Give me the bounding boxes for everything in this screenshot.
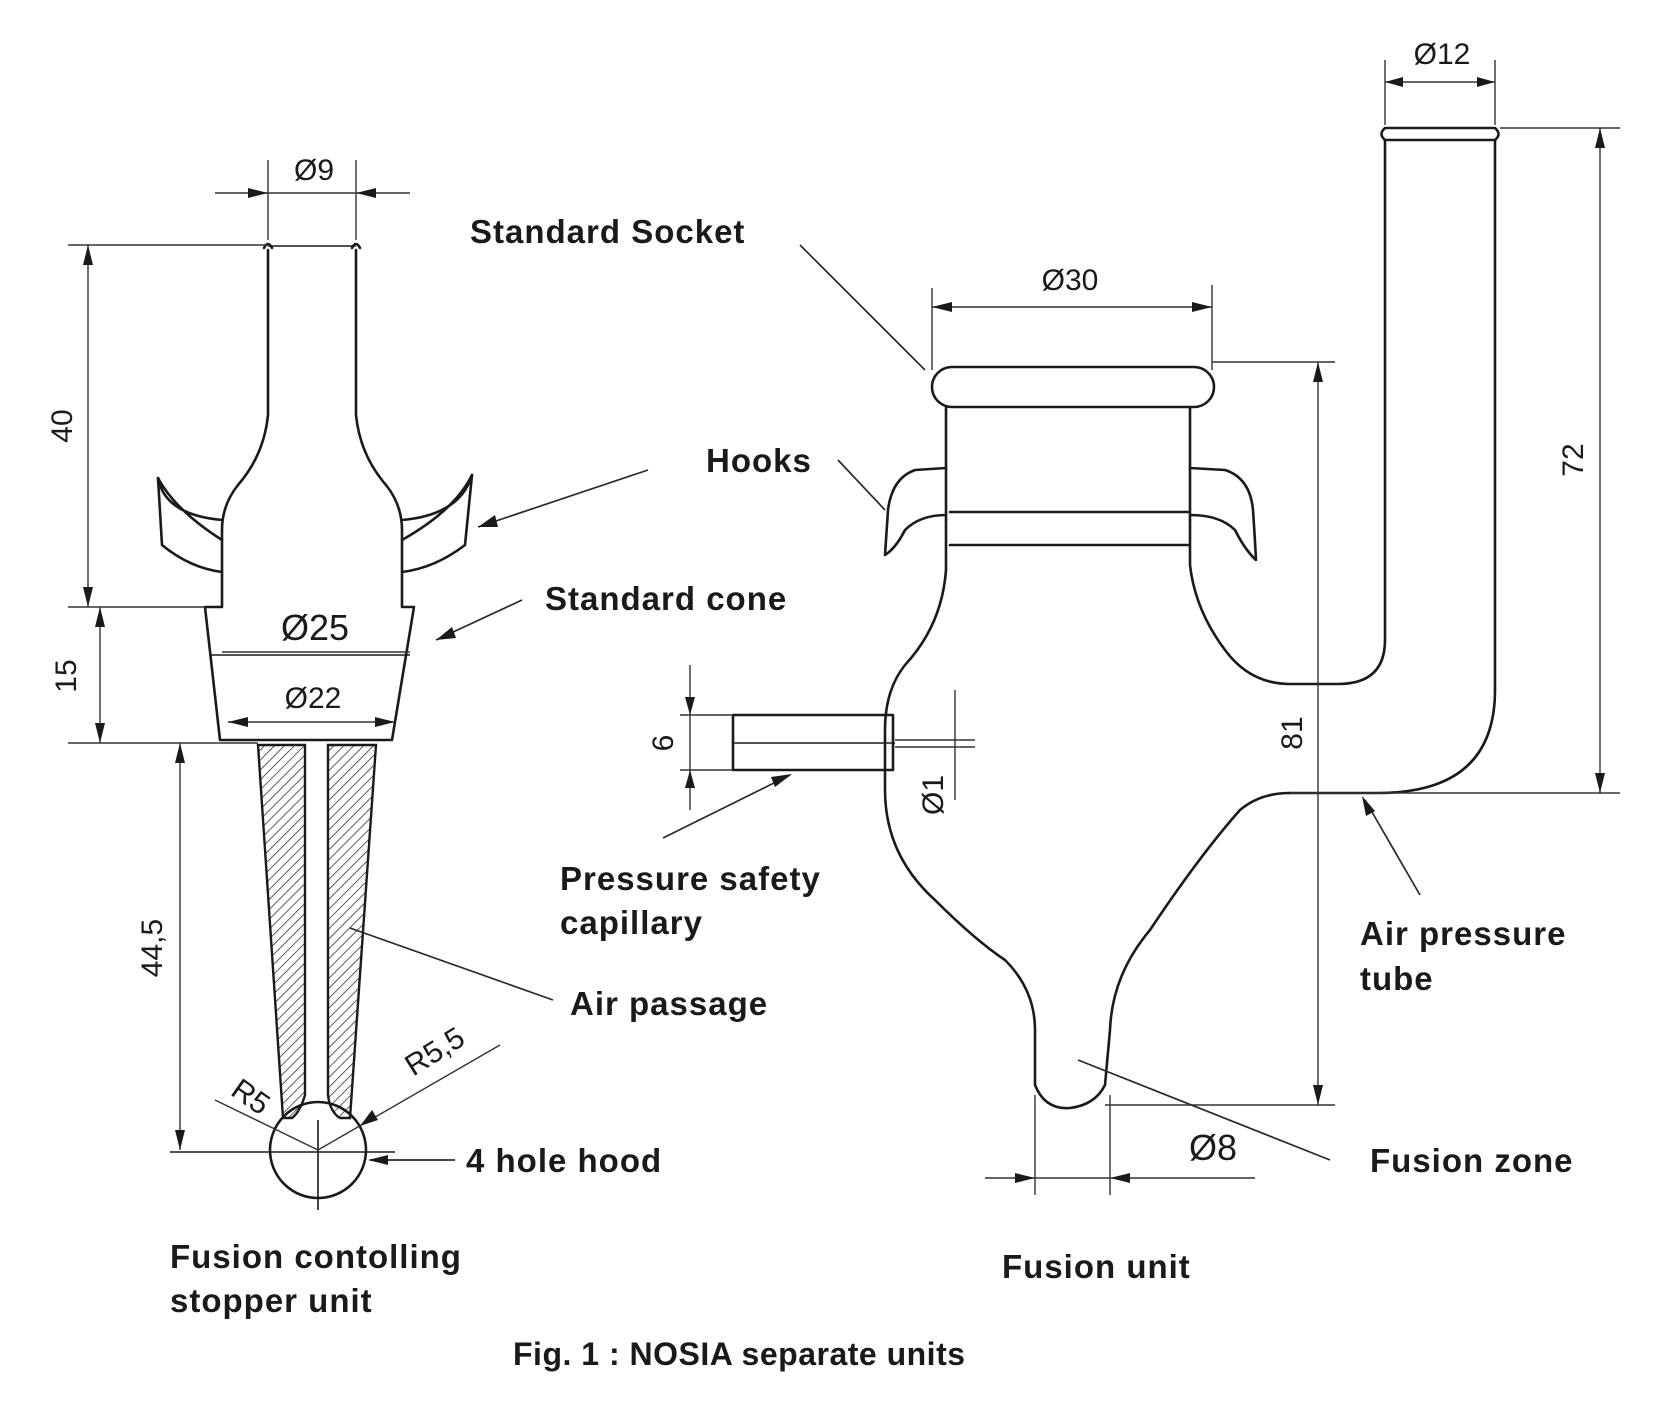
dim-40-arrow-bottom [83,587,93,607]
stopper-hook-left-body [156,476,224,574]
dim-d30-arrow-left [932,302,952,312]
dim-r5-line [214,1099,319,1151]
stem-left-hatch [256,743,307,1120]
stopper-title-line1: Fusion contolling [170,1238,462,1275]
dim-d8-arrow-right [1110,1173,1130,1183]
standard-cone-label: Standard cone [545,580,787,617]
dim-d9-arrow-left [248,188,268,198]
dim-radius-inner: R5 [225,1073,275,1122]
dim-r55-line [317,1044,501,1151]
fusion-body-left [883,518,1292,1110]
dim-capillary-diameter: Ø1 [917,775,950,815]
dim-tube-diameter: Ø12 [1414,38,1471,71]
hooks-label: Hooks [706,442,812,479]
dim-cone-top-diameter: Ø25 [281,607,349,648]
fusion-zone-leader [1077,1059,1331,1161]
stopper-hook-right-body [400,473,474,574]
dim-bottom-diameter: Ø8 [1189,1127,1237,1168]
dim-445-arrow-top [175,743,185,763]
dim-socket-diameter: Ø30 [1042,264,1099,297]
capillary-label-line1: Pressure safety [560,860,821,897]
stem-right-hatch [326,743,378,1120]
fusion-hook-right [1188,466,1258,562]
dim-capillary-height: 6 [647,735,680,752]
dim-cone-bottom-diameter: Ø22 [285,682,342,715]
dim-cone-height: 15 [50,659,83,692]
dim-top-diameter: Ø9 [294,154,334,187]
hooks-leader-left [477,469,649,528]
fusion-hook-left [883,466,948,557]
dim-stem-length: 44,5 [136,919,169,977]
capillary-leader-arrow [771,774,792,787]
stopper-glass-outline [203,248,416,742]
hood-leader-arrow [368,1155,388,1165]
dim-15-arrow-bottom [95,723,105,743]
stopper-rim [262,242,362,250]
dim-6-arrow-bottom [685,770,695,788]
air-tube-outer [1288,138,1497,795]
fusion-body-right [1188,138,1387,686]
dim-d12-arrow-right [1477,77,1495,87]
dim-15-arrow-top [95,607,105,627]
dim-body-height: 81 [1276,716,1309,749]
dim-r55-arrow [360,1110,378,1126]
hooks-leader-left-arrow [478,515,498,527]
fusion-unit: Ø30 Ø12 72 81 6 Ø1 [470,38,1620,1285]
dim-72-arrow-bottom [1595,773,1605,793]
dim-tube-height: 72 [1557,443,1590,476]
stopper-hook-right [400,473,474,542]
dim-d22-arrow-right [375,717,395,727]
stopper-title-line2: stopper unit [170,1282,373,1319]
dim-81-arrow-top [1313,362,1323,382]
dim-81-arrow-bottom [1313,1085,1323,1105]
hood-label: 4 hole hood [466,1142,662,1179]
dim-neck-height: 40 [46,409,79,442]
capillary-label-line2: capillary [560,904,703,941]
air-passage-label: Air passage [570,985,768,1022]
capillary-leader [662,774,791,839]
air-pressure-label-line1: Air pressure [1360,915,1566,952]
fusion-zone-label: Fusion zone [1370,1142,1574,1179]
stopper-hook-left [156,476,224,542]
figure-caption: Fig. 1 : NOSIA separate units [513,1336,966,1372]
hooks-leader-right [837,459,886,511]
dim-445-arrow-bottom [175,1130,185,1150]
fusion-unit-title: Fusion unit [1002,1248,1191,1285]
cone-leader-arrow [436,627,456,640]
standard-socket-label: Standard Socket [470,213,745,250]
dim-d8-arrow-left [1015,1173,1035,1183]
air-tube-rim [1380,126,1500,142]
dim-40-arrow-top [83,245,93,265]
air-pressure-leader-arrow [1362,796,1375,816]
dim-d30-arrow-right [1192,302,1212,312]
air-pressure-leader [1364,799,1421,896]
dim-6-arrow-top [685,697,695,715]
dim-d12-arrow-left [1385,77,1403,87]
air-pressure-label-line2: tube [1360,960,1434,997]
dim-d9-arrow-right [356,188,376,198]
dim-d22-arrow-left [228,717,248,727]
air-passage-leader [349,927,554,1001]
dim-radius-outer: R5,5 [399,1021,470,1083]
socket-leader [799,244,926,371]
dim-72-arrow-top [1595,128,1605,148]
stopper-unit: Ø9 40 15 44,5 Ø25 Ø22 R5 R5,5 [46,154,787,1319]
socket-rim [930,365,1216,409]
